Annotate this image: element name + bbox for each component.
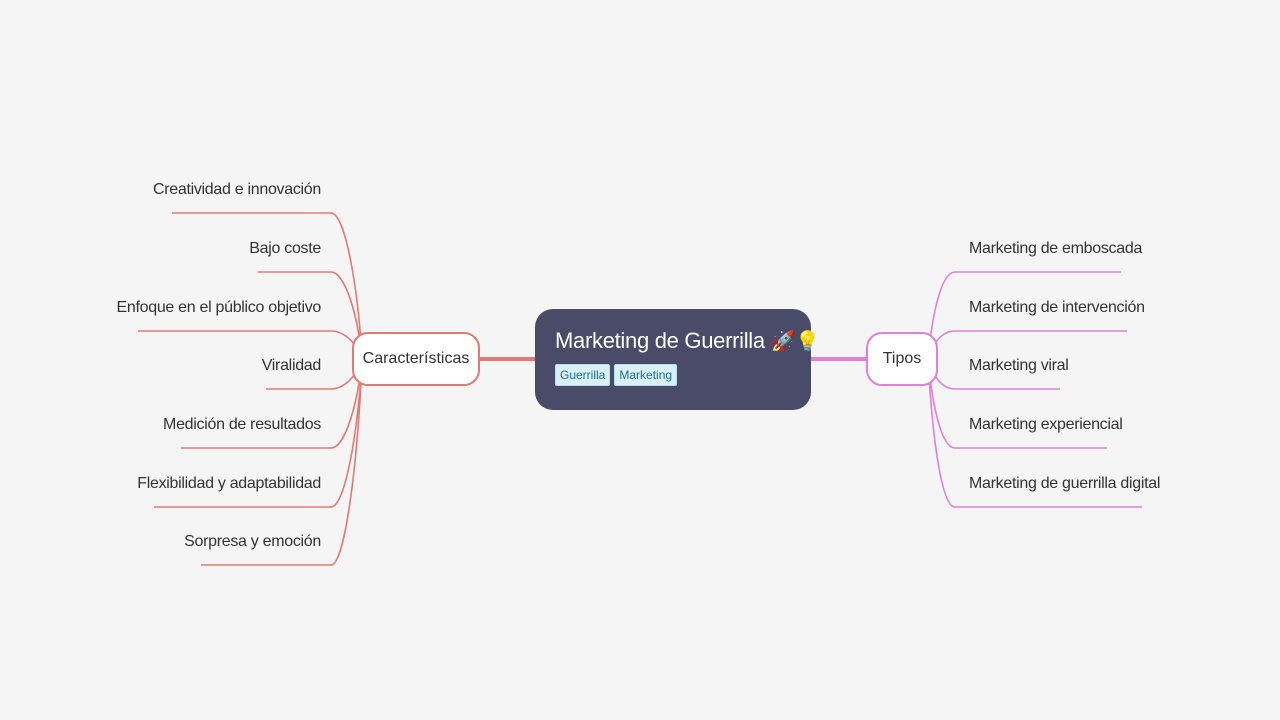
leaf-bajo-coste[interactable]: Bajo coste [249, 240, 321, 257]
leaf-marketing-de-intervencion[interactable]: Marketing de intervención [969, 299, 1145, 316]
link-tipos-leaf [927, 358, 1142, 508]
rocket-lightbulb-icon: 🚀💡 [770, 331, 821, 353]
leaf-marketing-viral[interactable]: Marketing viral [969, 357, 1069, 374]
leaf-creatividad-e-innovacion[interactable]: Creatividad e innovación [152, 181, 321, 198]
tag-marketing[interactable]: Marketing [614, 364, 678, 386]
leaf-enfoque-publico-objetivo[interactable]: Enfoque en el público objetivo [116, 299, 322, 316]
central-topic-title-row: Marketing de Guerrilla 🚀💡 [555, 326, 820, 357]
leaf-medicion-de-resultados[interactable]: Medición de resultados [163, 416, 321, 433]
branch-tipos[interactable]: Tipos [866, 332, 938, 386]
central-topic[interactable]: Marketing de Guerrilla 🚀💡 Guerrilla Mark… [535, 309, 820, 410]
topic-tags: Guerrilla Marketing [555, 364, 791, 386]
central-topic-title: Marketing de Guerrilla [555, 328, 765, 353]
branch-caracteristicas-label: Características [362, 350, 470, 367]
tag-guerrilla[interactable]: Guerrilla [555, 364, 611, 386]
leaf-marketing-de-emboscada[interactable]: Marketing de emboscada [969, 240, 1143, 257]
branch-tipos-label: Tipos [882, 350, 922, 367]
leaf-flexibilidad-y-adaptabilidad[interactable]: Flexibilidad y adaptabilidad [137, 475, 321, 492]
leaf-sorpresa-y-emocion[interactable]: Sorpresa y emoción [184, 533, 321, 550]
leaf-marketing-de-guerrilla-digital[interactable]: Marketing de guerrilla digital [969, 475, 1161, 492]
link-caracteristicas-leaf [138, 330, 363, 360]
branch-caracteristicas[interactable]: Características [352, 332, 480, 386]
leaf-marketing-experiencial[interactable]: Marketing experiencial [969, 416, 1123, 433]
link-caracteristicas-leaf [172, 212, 363, 360]
link-tipos-leaf [927, 330, 1127, 360]
link-caracteristicas-leaf [201, 358, 363, 566]
leaf-viralidad[interactable]: Viralidad [261, 357, 322, 374]
